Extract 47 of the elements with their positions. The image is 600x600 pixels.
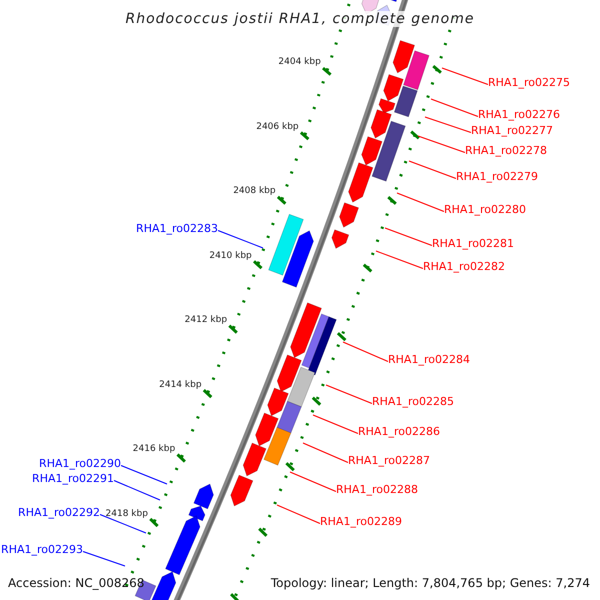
leader-line bbox=[396, 192, 444, 212]
leader-line bbox=[408, 160, 456, 179]
scale-label: 2412 kbp bbox=[184, 315, 228, 326]
leader-line bbox=[376, 250, 424, 269]
gene-label: RHA1_ro02281 bbox=[432, 237, 514, 250]
gene-label: RHA1_ro02293 bbox=[1, 543, 83, 556]
leader-line bbox=[430, 98, 478, 117]
leader-line bbox=[384, 228, 432, 246]
gene-label: RHA1_ro02292 bbox=[18, 506, 100, 519]
gene-label: RHA1_ro02286 bbox=[358, 425, 440, 438]
scale-label: 2416 kbp bbox=[132, 444, 176, 456]
genome-info-text: Topology: linear; Length: 7,804,765 bp; Genes: 7,274 bbox=[270, 576, 590, 590]
leader-line bbox=[100, 514, 146, 534]
gene-label: RHA1_ro02291 bbox=[32, 472, 114, 485]
gene-label: RHA1_ro02284 bbox=[388, 353, 470, 366]
gene-label: RHA1_ro02289 bbox=[320, 515, 402, 528]
gene-label: RHA1_ro02276 bbox=[478, 108, 560, 121]
leader-line bbox=[276, 504, 320, 524]
gene-label: RHA1_ro02282 bbox=[423, 260, 505, 273]
gene-label: RHA1_ro02278 bbox=[465, 144, 547, 157]
gene-label: RHA1_ro02283 bbox=[136, 222, 218, 235]
scale-label: 2404 kbp bbox=[278, 57, 321, 68]
leader-line bbox=[342, 342, 388, 362]
scale-label: 2408 kbp bbox=[233, 186, 276, 198]
leader-line bbox=[418, 136, 466, 153]
gene-label: RHA1_ro02287 bbox=[348, 454, 430, 467]
leader-line bbox=[326, 384, 372, 404]
gene-label: RHA1_ro02280 bbox=[444, 203, 526, 216]
leader-line bbox=[120, 465, 168, 484]
leader-line bbox=[302, 442, 348, 463]
leader-line bbox=[114, 480, 160, 500]
gene-label: RHA1_ro02288 bbox=[336, 483, 418, 496]
scale-label: 2406 kbp bbox=[256, 122, 299, 133]
scale-label: 2418 kbp bbox=[106, 508, 148, 520]
gene-label: RHA1_ro02290 bbox=[39, 457, 121, 470]
leader-line bbox=[424, 116, 472, 133]
leader-line bbox=[442, 68, 488, 85]
gene-label: RHA1_ro02279 bbox=[456, 170, 538, 183]
gene-label: RHA1_ro02275 bbox=[488, 76, 570, 89]
leader-line bbox=[312, 414, 358, 434]
leader-line bbox=[82, 551, 126, 566]
leader-line bbox=[218, 230, 264, 248]
scale-label: 2410 kbp bbox=[209, 250, 252, 262]
gene-label: RHA1_ro02285 bbox=[372, 395, 454, 408]
scale-label: 2414 kbp bbox=[159, 380, 202, 391]
gene-label: RHA1_ro02277 bbox=[471, 124, 553, 137]
leader-line bbox=[290, 472, 336, 492]
